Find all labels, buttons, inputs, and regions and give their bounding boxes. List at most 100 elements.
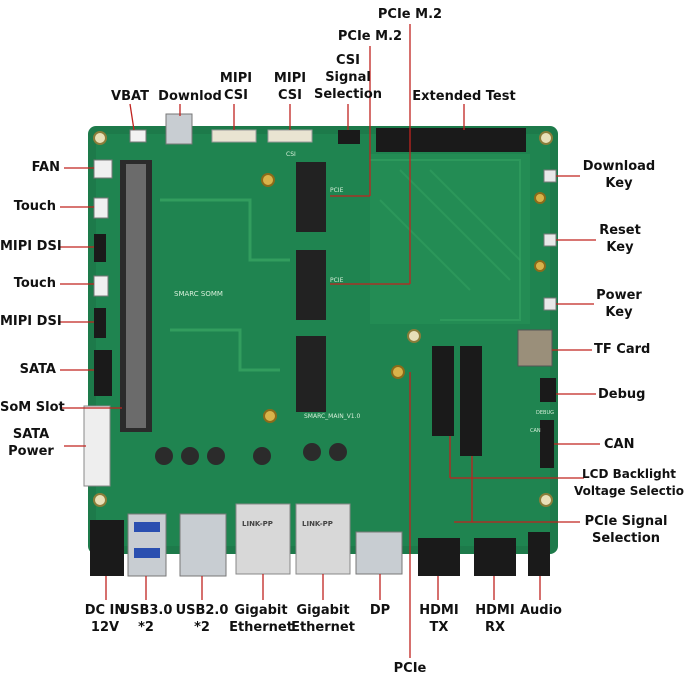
capacitor bbox=[329, 443, 347, 461]
hdmi-tx-port bbox=[418, 538, 460, 576]
pcb-trace bbox=[170, 328, 280, 372]
mount-hole bbox=[391, 365, 405, 379]
label-reset-key: Reset Key bbox=[599, 223, 641, 255]
m2-slot bbox=[296, 336, 326, 412]
silkscreen-text: SMARC_MAIN_V1.0 bbox=[304, 413, 361, 420]
reset-key bbox=[543, 233, 557, 247]
debug-connector bbox=[540, 378, 556, 402]
label-gigabit-2: Gigabit Ethernet bbox=[291, 603, 355, 635]
label-extended-test: Extended Test bbox=[412, 89, 516, 104]
mount-hole bbox=[539, 493, 553, 507]
pcb-trace bbox=[379, 169, 521, 291]
lcd-backlight-header bbox=[432, 346, 454, 436]
leader-lines bbox=[60, 24, 600, 658]
usb20-port bbox=[179, 513, 227, 577]
label-touch-1: Touch bbox=[13, 199, 56, 214]
mipi-csi-connector bbox=[211, 129, 257, 143]
silkscreen-text: SMARC SOMM bbox=[174, 290, 223, 298]
label-download-key: Download Key bbox=[582, 159, 656, 191]
pcb-region bbox=[370, 154, 530, 324]
label-usb20: USB2.0 *2 bbox=[175, 603, 229, 635]
mount-hole bbox=[539, 131, 553, 145]
mipi-csi-connector bbox=[267, 129, 313, 143]
fan-connector bbox=[93, 159, 113, 179]
label-usb30: USB3.0 *2 bbox=[119, 603, 173, 635]
mount-hole bbox=[263, 409, 277, 423]
mount-hole bbox=[534, 260, 546, 272]
capacitor bbox=[207, 447, 225, 465]
audio-jack bbox=[528, 532, 550, 576]
som-slot-pins bbox=[126, 164, 146, 428]
pcb-trace bbox=[160, 198, 290, 262]
label-csi-signal-selection: CSI Signal Selection bbox=[313, 53, 382, 102]
hdmi-rx-port bbox=[474, 538, 516, 576]
label-lcd-backlight: LCD Backlight Voltage Selectio bbox=[574, 467, 684, 498]
mount-hole bbox=[534, 192, 546, 204]
mipi-dsi-connector bbox=[94, 308, 106, 338]
label-vbat: VBAT bbox=[111, 89, 149, 104]
label-downlod: Downlod bbox=[158, 89, 222, 104]
dp-port bbox=[355, 531, 403, 575]
download-key bbox=[543, 169, 557, 183]
label-pcie-m2-second: PCIe M.2 bbox=[337, 29, 403, 44]
m2-slot bbox=[296, 162, 326, 232]
touch-connector bbox=[93, 197, 109, 219]
label-dp: DP bbox=[369, 603, 391, 618]
label-touch-2: Touch bbox=[13, 276, 56, 291]
label-pcie-signal-selection: PCIe Signal Selection bbox=[584, 514, 668, 546]
label-fan: FAN bbox=[31, 160, 60, 175]
usb30-port-inner bbox=[134, 522, 160, 532]
label-power-key: Power Key bbox=[596, 288, 642, 320]
silkscreen-text: CSI bbox=[286, 151, 296, 158]
downlod-connector bbox=[165, 113, 193, 145]
label-audio: Audio bbox=[519, 603, 562, 618]
silkscreen-text: LINK-PP bbox=[302, 520, 333, 528]
sata-power-connector bbox=[83, 405, 111, 487]
label-sata: SATA bbox=[19, 362, 56, 377]
label-debug: Debug bbox=[598, 387, 646, 402]
label-can: CAN bbox=[604, 437, 635, 452]
capacitor bbox=[155, 447, 173, 465]
usb30-port-inner bbox=[134, 548, 160, 558]
silkscreen-text: DEBUG bbox=[536, 410, 554, 416]
can-connector bbox=[540, 420, 554, 468]
power-key bbox=[543, 297, 557, 311]
dc-in-jack bbox=[90, 520, 124, 576]
label-tf-card: TF Card bbox=[594, 342, 651, 357]
mount-hole bbox=[261, 173, 275, 187]
capacitor bbox=[303, 443, 321, 461]
label-mipi-dsi-1: MIPI DSI bbox=[0, 239, 62, 254]
vbat-connector bbox=[129, 129, 147, 143]
silkscreen-text: LINK-PP bbox=[242, 520, 273, 528]
capacitor bbox=[253, 447, 271, 465]
m2-slot bbox=[296, 250, 326, 320]
label-dc-in: DC IN 12V bbox=[84, 603, 126, 635]
pcie-signal-header bbox=[460, 346, 482, 456]
sata-connector bbox=[94, 350, 112, 396]
label-mipi-csi-2: MIPI CSI bbox=[273, 71, 307, 103]
silkscreen-text: PCIE bbox=[330, 187, 344, 194]
mount-hole bbox=[93, 131, 107, 145]
pcb-trace bbox=[370, 159, 521, 321]
silkscreen-text: CAN bbox=[530, 428, 541, 434]
label-hdmi-rx: HDMI RX bbox=[475, 603, 515, 635]
label-mipi-csi-1: MIPI CSI bbox=[219, 71, 253, 103]
label-pcie-bottom: PCIe bbox=[393, 661, 427, 676]
label-hdmi-tx: HDMI TX bbox=[419, 603, 459, 635]
label-gigabit-1: Gigabit Ethernet bbox=[229, 603, 293, 635]
mount-hole bbox=[407, 329, 421, 343]
label-mipi-dsi-2: MIPI DSI bbox=[0, 314, 62, 329]
tf-card-slot bbox=[517, 329, 553, 367]
capacitor bbox=[181, 447, 199, 465]
mount-hole bbox=[93, 493, 107, 507]
leader-line bbox=[129, 103, 135, 131]
label-som-slot: SoM Slot bbox=[0, 400, 65, 415]
csi-selection-header bbox=[338, 130, 360, 144]
mipi-dsi-connector bbox=[94, 234, 106, 262]
label-sata-power: SATA Power bbox=[8, 427, 54, 459]
silkscreen-text: PCIE bbox=[330, 277, 344, 284]
label-pcie-m2-top: PCIe M.2 bbox=[377, 7, 443, 22]
ethernet-jack bbox=[235, 503, 291, 575]
